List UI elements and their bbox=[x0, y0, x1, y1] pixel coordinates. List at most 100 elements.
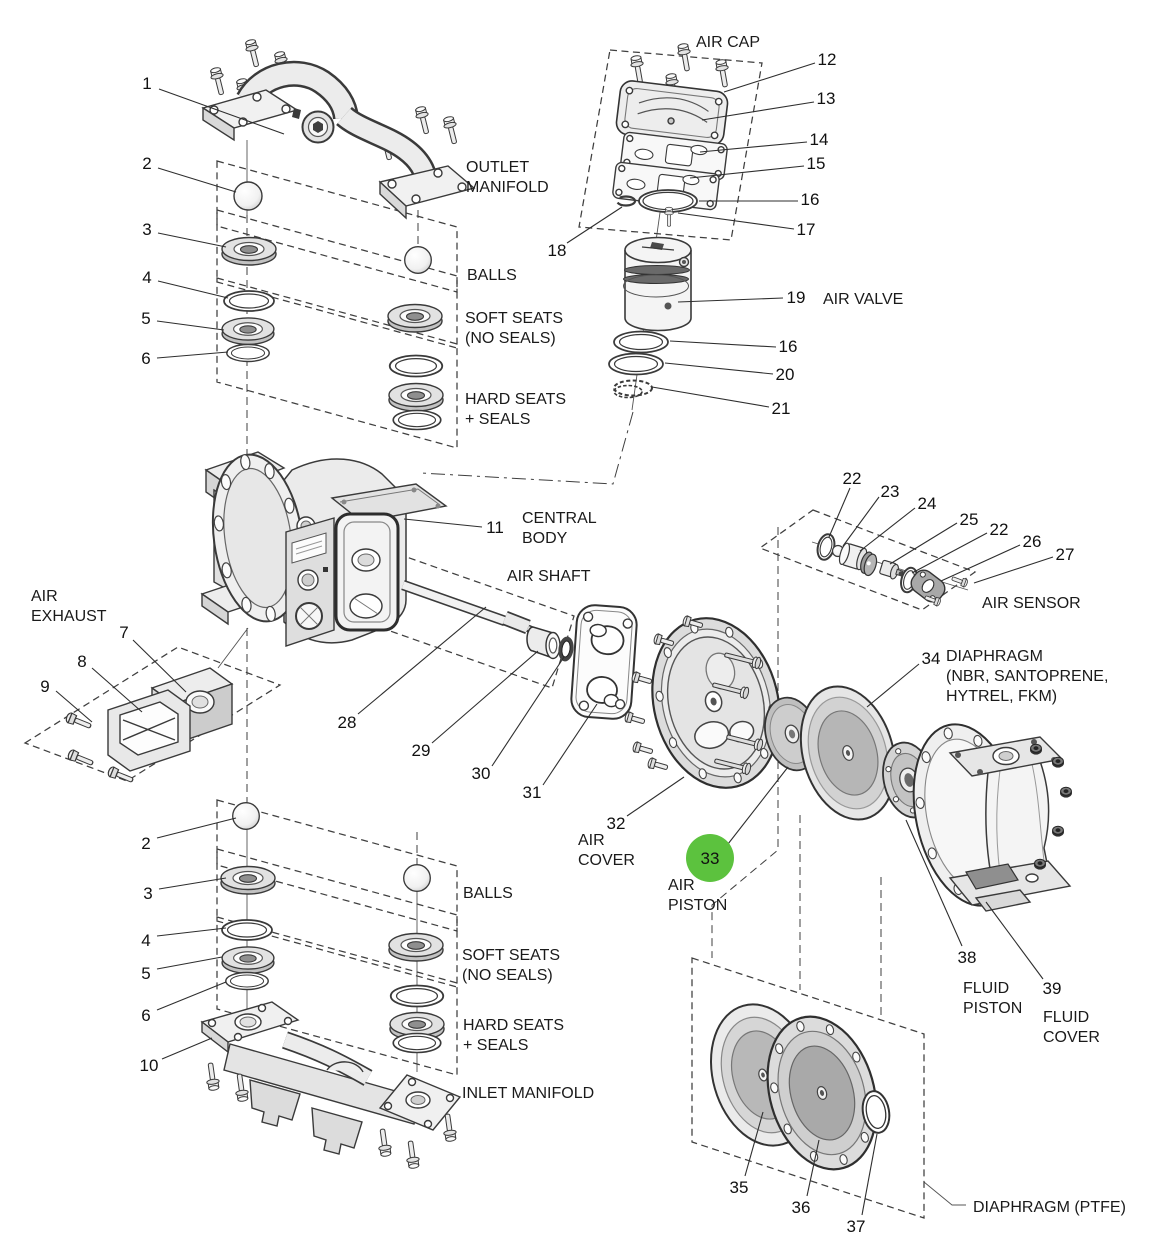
leader-line-5 bbox=[156, 320, 225, 331]
leader-line-31 bbox=[542, 703, 598, 786]
leader-line-17 bbox=[677, 212, 795, 230]
air-cover-part bbox=[623, 614, 781, 789]
leader-line-3 bbox=[158, 877, 227, 890]
air-cap-part bbox=[612, 42, 732, 227]
air-valve-part bbox=[608, 236, 692, 399]
callout-number-2: 2 bbox=[141, 834, 150, 853]
label-air-sensor: AIR SENSOR bbox=[982, 595, 1081, 612]
callout-number-16: 16 bbox=[779, 337, 798, 356]
fluid-cover-part bbox=[912, 723, 1073, 912]
leader-line-4 bbox=[157, 280, 229, 299]
callout-number-11: 11 bbox=[486, 518, 504, 537]
label-diaphragm-ptfe: DIAPHRAGM (PTFE) bbox=[973, 1199, 1126, 1216]
leader-line-14 bbox=[699, 141, 808, 153]
gasket-part bbox=[570, 604, 638, 720]
label-diaphragm-nbr: DIAPHRAGM(NBR, SANTOPRENE,HYTREL, FKM) bbox=[946, 648, 1108, 705]
callout-number-6: 6 bbox=[141, 1006, 150, 1025]
callout-number-4: 4 bbox=[142, 268, 151, 287]
callout-number-2: 2 bbox=[142, 154, 151, 173]
leader-line-13 bbox=[701, 101, 815, 121]
leader-line-19 bbox=[677, 297, 784, 303]
callout-number-24: 24 bbox=[918, 494, 937, 513]
callout-number-29: 29 bbox=[412, 741, 431, 760]
leader-line-22 bbox=[828, 487, 851, 538]
callout-number-37: 37 bbox=[847, 1217, 866, 1236]
leader-line-30 bbox=[491, 656, 565, 767]
callout-number-32: 32 bbox=[607, 814, 626, 833]
callout-number-21: 21 bbox=[772, 399, 791, 418]
callout-number-22: 22 bbox=[990, 520, 1009, 539]
inlet-manifold-part bbox=[200, 1001, 462, 1170]
group-boxes bbox=[23, 49, 977, 1219]
label-hard-seats-top: HARD SEATS+ SEALS bbox=[465, 391, 566, 428]
leader-line-6 bbox=[156, 351, 229, 359]
callout-number-1: 1 bbox=[142, 74, 151, 93]
callout-number-35: 35 bbox=[730, 1178, 749, 1197]
callout-number-36: 36 bbox=[792, 1198, 811, 1217]
leader-line-6 bbox=[156, 981, 227, 1011]
label-soft-seats-top: SOFT SEATS(NO SEALS) bbox=[465, 310, 563, 347]
callout-number-3: 3 bbox=[143, 884, 152, 903]
leader-line-7 bbox=[132, 639, 187, 693]
label-soft-seats-bottom: SOFT SEATS(NO SEALS) bbox=[462, 947, 560, 984]
leader-line-38 bbox=[905, 819, 963, 947]
callout-number-27: 27 bbox=[1056, 545, 1075, 564]
label-balls-top: BALLS bbox=[467, 267, 517, 284]
callout-number-5: 5 bbox=[141, 309, 150, 328]
callout-number-7: 7 bbox=[119, 623, 128, 642]
leader-line-5 bbox=[156, 956, 223, 970]
leader-line-18 bbox=[566, 206, 623, 244]
label-inlet-manifold: INLET MANIFOLD bbox=[462, 1085, 594, 1102]
callout-number-18: 18 bbox=[548, 241, 567, 260]
leader-line-34 bbox=[866, 663, 920, 708]
callout-number-22: 22 bbox=[843, 469, 862, 488]
leader-line-32 bbox=[626, 776, 685, 817]
leader-line-8 bbox=[91, 667, 143, 713]
label-hard-seats-bottom: HARD SEATS+ SEALS bbox=[463, 1017, 564, 1054]
callout-number-28: 28 bbox=[338, 713, 357, 732]
leader-line-21 bbox=[651, 386, 770, 408]
leader-line-28 bbox=[357, 606, 487, 715]
callout-number-3: 3 bbox=[142, 220, 151, 239]
callout-number-31: 31 bbox=[523, 783, 542, 802]
callout-number-14: 14 bbox=[810, 130, 829, 149]
callout-number-30: 30 bbox=[472, 764, 491, 783]
callout-number-15: 15 bbox=[807, 154, 826, 173]
leader-line-39 bbox=[985, 901, 1044, 980]
callout-number-5: 5 bbox=[141, 964, 150, 983]
callout-number-34: 34 bbox=[922, 649, 941, 668]
callout-number-33: 33 bbox=[701, 849, 720, 868]
callout-number-39: 39 bbox=[1043, 979, 1062, 998]
leader-line-24 bbox=[859, 507, 916, 552]
callout-number-9: 9 bbox=[40, 677, 49, 696]
label-air-cap: AIR CAP bbox=[696, 34, 760, 51]
leader-line-33 bbox=[727, 766, 789, 845]
diaphragm-ptfe-part bbox=[710, 1003, 891, 1171]
leader-line-12 bbox=[723, 62, 816, 93]
callout-number-26: 26 bbox=[1023, 532, 1042, 551]
air-shaft-part bbox=[401, 580, 574, 662]
leader-line-25 bbox=[889, 522, 958, 565]
callout-number-6: 6 bbox=[141, 349, 150, 368]
callout-number-13: 13 bbox=[817, 89, 836, 108]
callout-number-10: 10 bbox=[140, 1056, 159, 1075]
callout-number-19: 19 bbox=[787, 288, 806, 307]
callout-number-4: 4 bbox=[141, 931, 150, 950]
leader-line-37 bbox=[861, 1133, 878, 1216]
leader-line-15 bbox=[689, 165, 805, 179]
outlet-manifold-part bbox=[201, 38, 476, 220]
air-sensor-part bbox=[816, 533, 969, 608]
callout-number-8: 8 bbox=[77, 652, 86, 671]
leader-line-2 bbox=[157, 167, 237, 193]
label-air-shaft: AIR SHAFT bbox=[507, 568, 591, 585]
callout-number-12: 12 bbox=[818, 50, 837, 69]
leader-line-4 bbox=[156, 927, 227, 937]
label-balls-bottom: BALLS bbox=[463, 885, 513, 902]
leader-line-36 bbox=[806, 1139, 820, 1197]
